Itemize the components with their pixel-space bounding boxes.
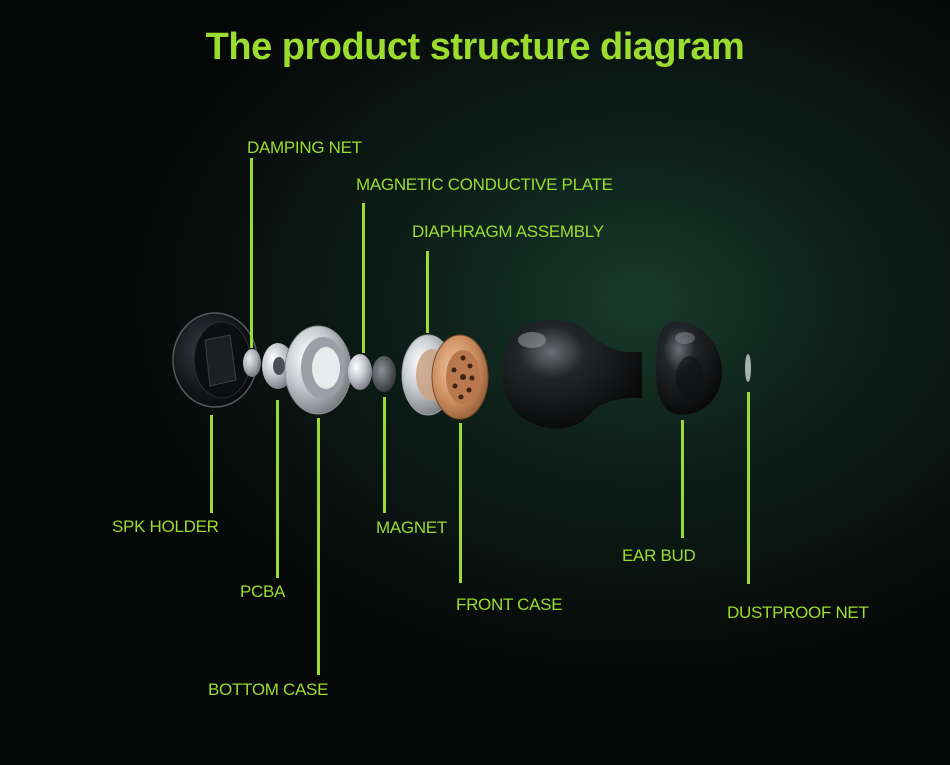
magnetic-plate-leader	[362, 203, 365, 353]
label-damping-net: DAMPING NET	[247, 138, 362, 157]
front-case-part	[431, 334, 489, 420]
label-magnetic-conductive-plate: MAGNETIC CONDUCTIVE PLATE	[356, 175, 613, 194]
label-magnet: MAGNET	[376, 518, 447, 537]
label-ear-bud: EAR BUD	[622, 546, 696, 565]
label-spk-holder: SPK HOLDER	[112, 517, 219, 536]
damping-net-leader	[250, 158, 253, 348]
label-front-case: FRONT CASE	[456, 595, 563, 614]
damping-net-part	[243, 349, 261, 377]
bottom-case-part	[284, 325, 352, 415]
label-pcba: PCBA	[240, 582, 286, 601]
label-dustproof-net: DUSTPROOF NET	[727, 603, 869, 622]
page-title: The product structure diagram	[205, 26, 745, 68]
dustproof-net-leader	[747, 392, 750, 584]
pcba-leader	[276, 400, 279, 578]
front-case-leader	[459, 423, 462, 583]
diaphragm-leader	[426, 251, 429, 333]
label-bottom-case: BOTTOM CASE	[208, 680, 329, 699]
ear-bud-leader	[681, 420, 684, 538]
magnetic-plate-part	[348, 354, 372, 390]
dustproof-net-part	[745, 354, 751, 382]
ear-bud-part	[656, 321, 722, 415]
bottom-case-leader	[317, 418, 320, 675]
spk-holder-leader	[210, 415, 213, 513]
earphone-shell-part	[502, 319, 642, 429]
magnet-leader	[383, 397, 386, 513]
magnet-part	[372, 356, 396, 392]
label-diaphragm-assembly: DIAPHRAGM ASSEMBLY	[412, 222, 604, 241]
